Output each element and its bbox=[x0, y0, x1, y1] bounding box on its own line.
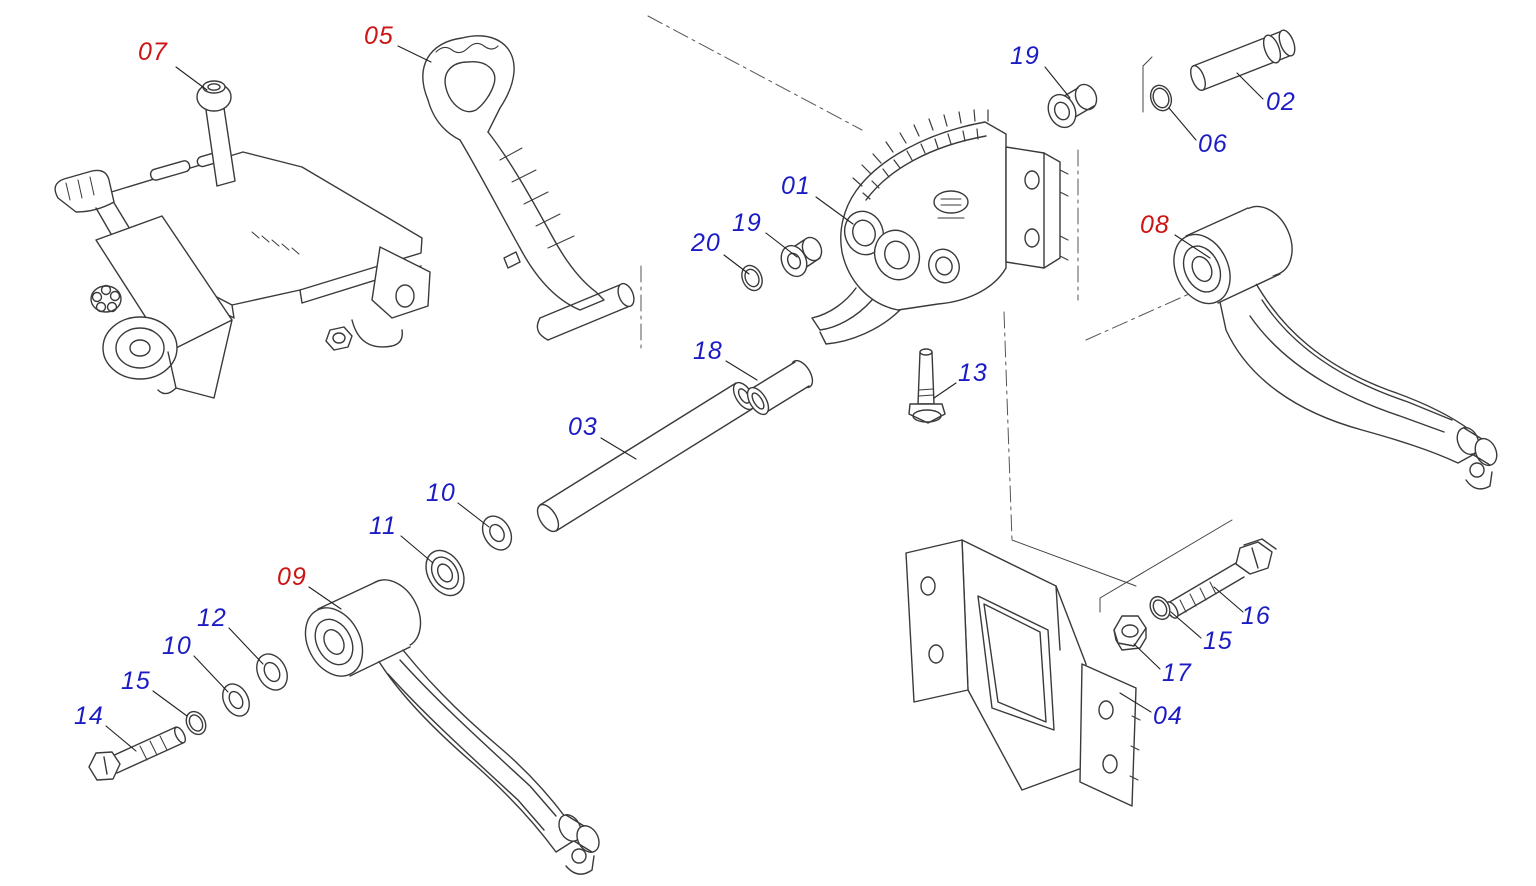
part-05-handle-grip bbox=[422, 35, 635, 341]
callout-06: 06 bbox=[1198, 130, 1228, 158]
callout-10-lower: 10 bbox=[162, 632, 192, 660]
part-03-rod bbox=[536, 381, 756, 533]
part-11-washer bbox=[425, 549, 465, 597]
centerlines bbox=[640, 15, 1199, 541]
callout-19-top: 19 bbox=[1010, 42, 1040, 70]
callout-01: 01 bbox=[781, 172, 811, 200]
part-20-ring bbox=[741, 264, 763, 292]
callout-15-right: 15 bbox=[1203, 627, 1233, 655]
part-02-clevis-pin bbox=[1190, 29, 1296, 92]
callout-02: 02 bbox=[1266, 88, 1296, 116]
part-10-washer-lower bbox=[222, 683, 250, 717]
callout-14: 14 bbox=[74, 702, 104, 730]
part-18-spacer bbox=[746, 359, 814, 416]
part-07-shift-lever-assembly bbox=[54, 80, 431, 399]
part-17-nut bbox=[1113, 615, 1147, 651]
part-04-bracket bbox=[905, 539, 1141, 807]
callout-07: 07 bbox=[138, 38, 168, 66]
part-01-sector-bracket-assembly bbox=[811, 109, 1069, 345]
callout-19-mid: 19 bbox=[732, 209, 762, 237]
callout-04: 04 bbox=[1153, 702, 1183, 730]
construction-lines bbox=[1011, 56, 1233, 613]
part-15-washer-left bbox=[185, 710, 207, 736]
part-10-washer-upper bbox=[481, 515, 513, 551]
part-14-bolt bbox=[88, 726, 187, 781]
callout-05: 05 bbox=[364, 22, 394, 50]
part-13-bolt bbox=[908, 348, 946, 424]
part-08-lever-arm-right bbox=[1173, 205, 1498, 490]
callout-10-upper: 10 bbox=[426, 479, 456, 507]
callout-13: 13 bbox=[958, 359, 988, 387]
callout-18: 18 bbox=[693, 337, 723, 365]
part-16-bolt bbox=[1165, 538, 1277, 619]
part-09-lever-arm-left bbox=[304, 579, 600, 875]
part-06-snap-ring bbox=[1149, 84, 1173, 112]
part-15-washer-right bbox=[1149, 595, 1171, 621]
callout-03: 03 bbox=[568, 413, 598, 441]
callout-20: 20 bbox=[691, 229, 721, 257]
callout-08: 08 bbox=[1140, 211, 1170, 239]
part-19-bushing-mid bbox=[780, 236, 823, 278]
part-12-washer bbox=[256, 653, 288, 691]
callout-16: 16 bbox=[1241, 602, 1271, 630]
callout-17: 17 bbox=[1162, 659, 1192, 687]
brand-emblem-icon bbox=[933, 190, 969, 214]
leader-lines bbox=[105, 45, 1264, 752]
callout-09: 09 bbox=[277, 563, 307, 591]
sector-teeth bbox=[852, 109, 989, 200]
callout-15-left: 15 bbox=[121, 667, 151, 695]
callout-11: 11 bbox=[369, 512, 397, 540]
callout-12: 12 bbox=[197, 604, 227, 632]
part-19-bushing-top bbox=[1047, 83, 1098, 129]
